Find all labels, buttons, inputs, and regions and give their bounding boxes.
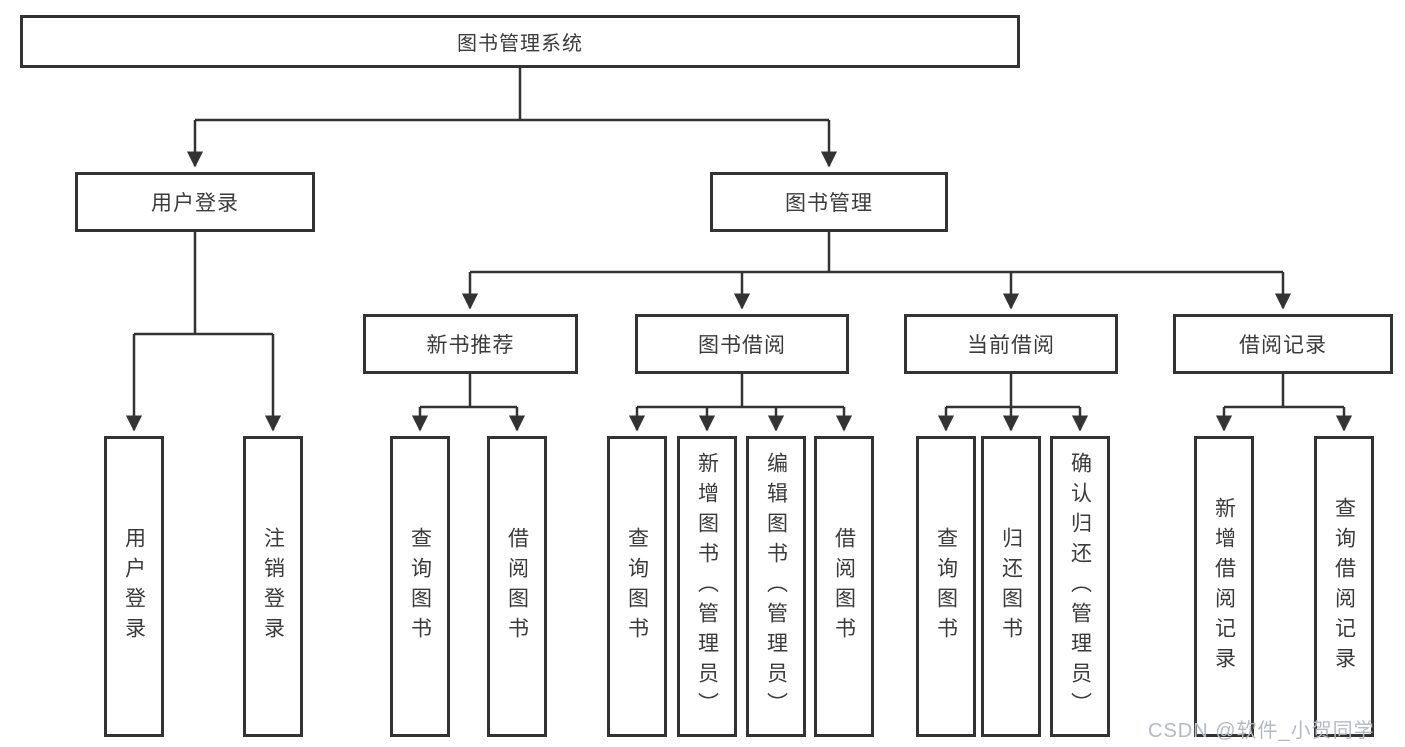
node-borrow-records: 借阅记录 — [1173, 314, 1393, 374]
watermark: CSDN @软件_小贺同学 — [1148, 720, 1375, 742]
leaf-label: 新增图书（管理员） — [695, 451, 719, 722]
leaf-query-borrow-record: 查询借阅记录 — [1314, 436, 1374, 737]
leaf-label: 借阅图书 — [832, 526, 856, 647]
leaf-user-login: 用户登录 — [104, 436, 164, 737]
node-root: 图书管理系统 — [20, 15, 1020, 68]
leaf-label: 确认归还（管理员） — [1068, 451, 1092, 722]
node-book-management: 图书管理 — [710, 172, 948, 232]
leaf-label: 查询借阅记录 — [1332, 496, 1356, 677]
leaf-add-borrow-record: 新增借阅记录 — [1194, 436, 1254, 737]
node-book-borrow: 图书借阅 — [635, 314, 849, 374]
leaf-borrow-books-borrow: 借阅图书 — [814, 436, 874, 737]
leaf-return-book: 归还图书 — [981, 436, 1041, 737]
leaf-label: 注销登录 — [261, 526, 285, 647]
leaf-label: 查询图书 — [408, 526, 432, 647]
leaf-query-books-borrow: 查询图书 — [607, 436, 667, 737]
leaf-edit-book-admin: 编辑图书（管理员） — [746, 436, 806, 737]
connector-arrows — [125, 120, 1353, 432]
leaf-query-books-current: 查询图书 — [916, 436, 976, 737]
leaf-add-book-admin: 新增图书（管理员） — [677, 436, 737, 737]
node-new-book-recommend: 新书推荐 — [363, 314, 578, 374]
leaf-label: 用户登录 — [122, 526, 146, 647]
leaf-borrow-books-newrec: 借阅图书 — [487, 436, 547, 737]
node-user-login: 用户登录 — [75, 172, 315, 232]
leaf-label: 查询图书 — [625, 526, 649, 647]
leaf-label: 查询图书 — [934, 526, 958, 647]
leaf-label: 归还图书 — [999, 526, 1023, 647]
leaf-label: 新增借阅记录 — [1212, 496, 1236, 677]
leaf-confirm-return-admin: 确认归还（管理员） — [1050, 436, 1110, 737]
leaf-label: 编辑图书（管理员） — [764, 451, 788, 722]
leaf-query-books-newrec: 查询图书 — [390, 436, 450, 737]
node-current-borrow: 当前借阅 — [904, 314, 1118, 374]
leaf-label: 借阅图书 — [505, 526, 529, 647]
leaf-logout-login: 注销登录 — [243, 436, 303, 737]
